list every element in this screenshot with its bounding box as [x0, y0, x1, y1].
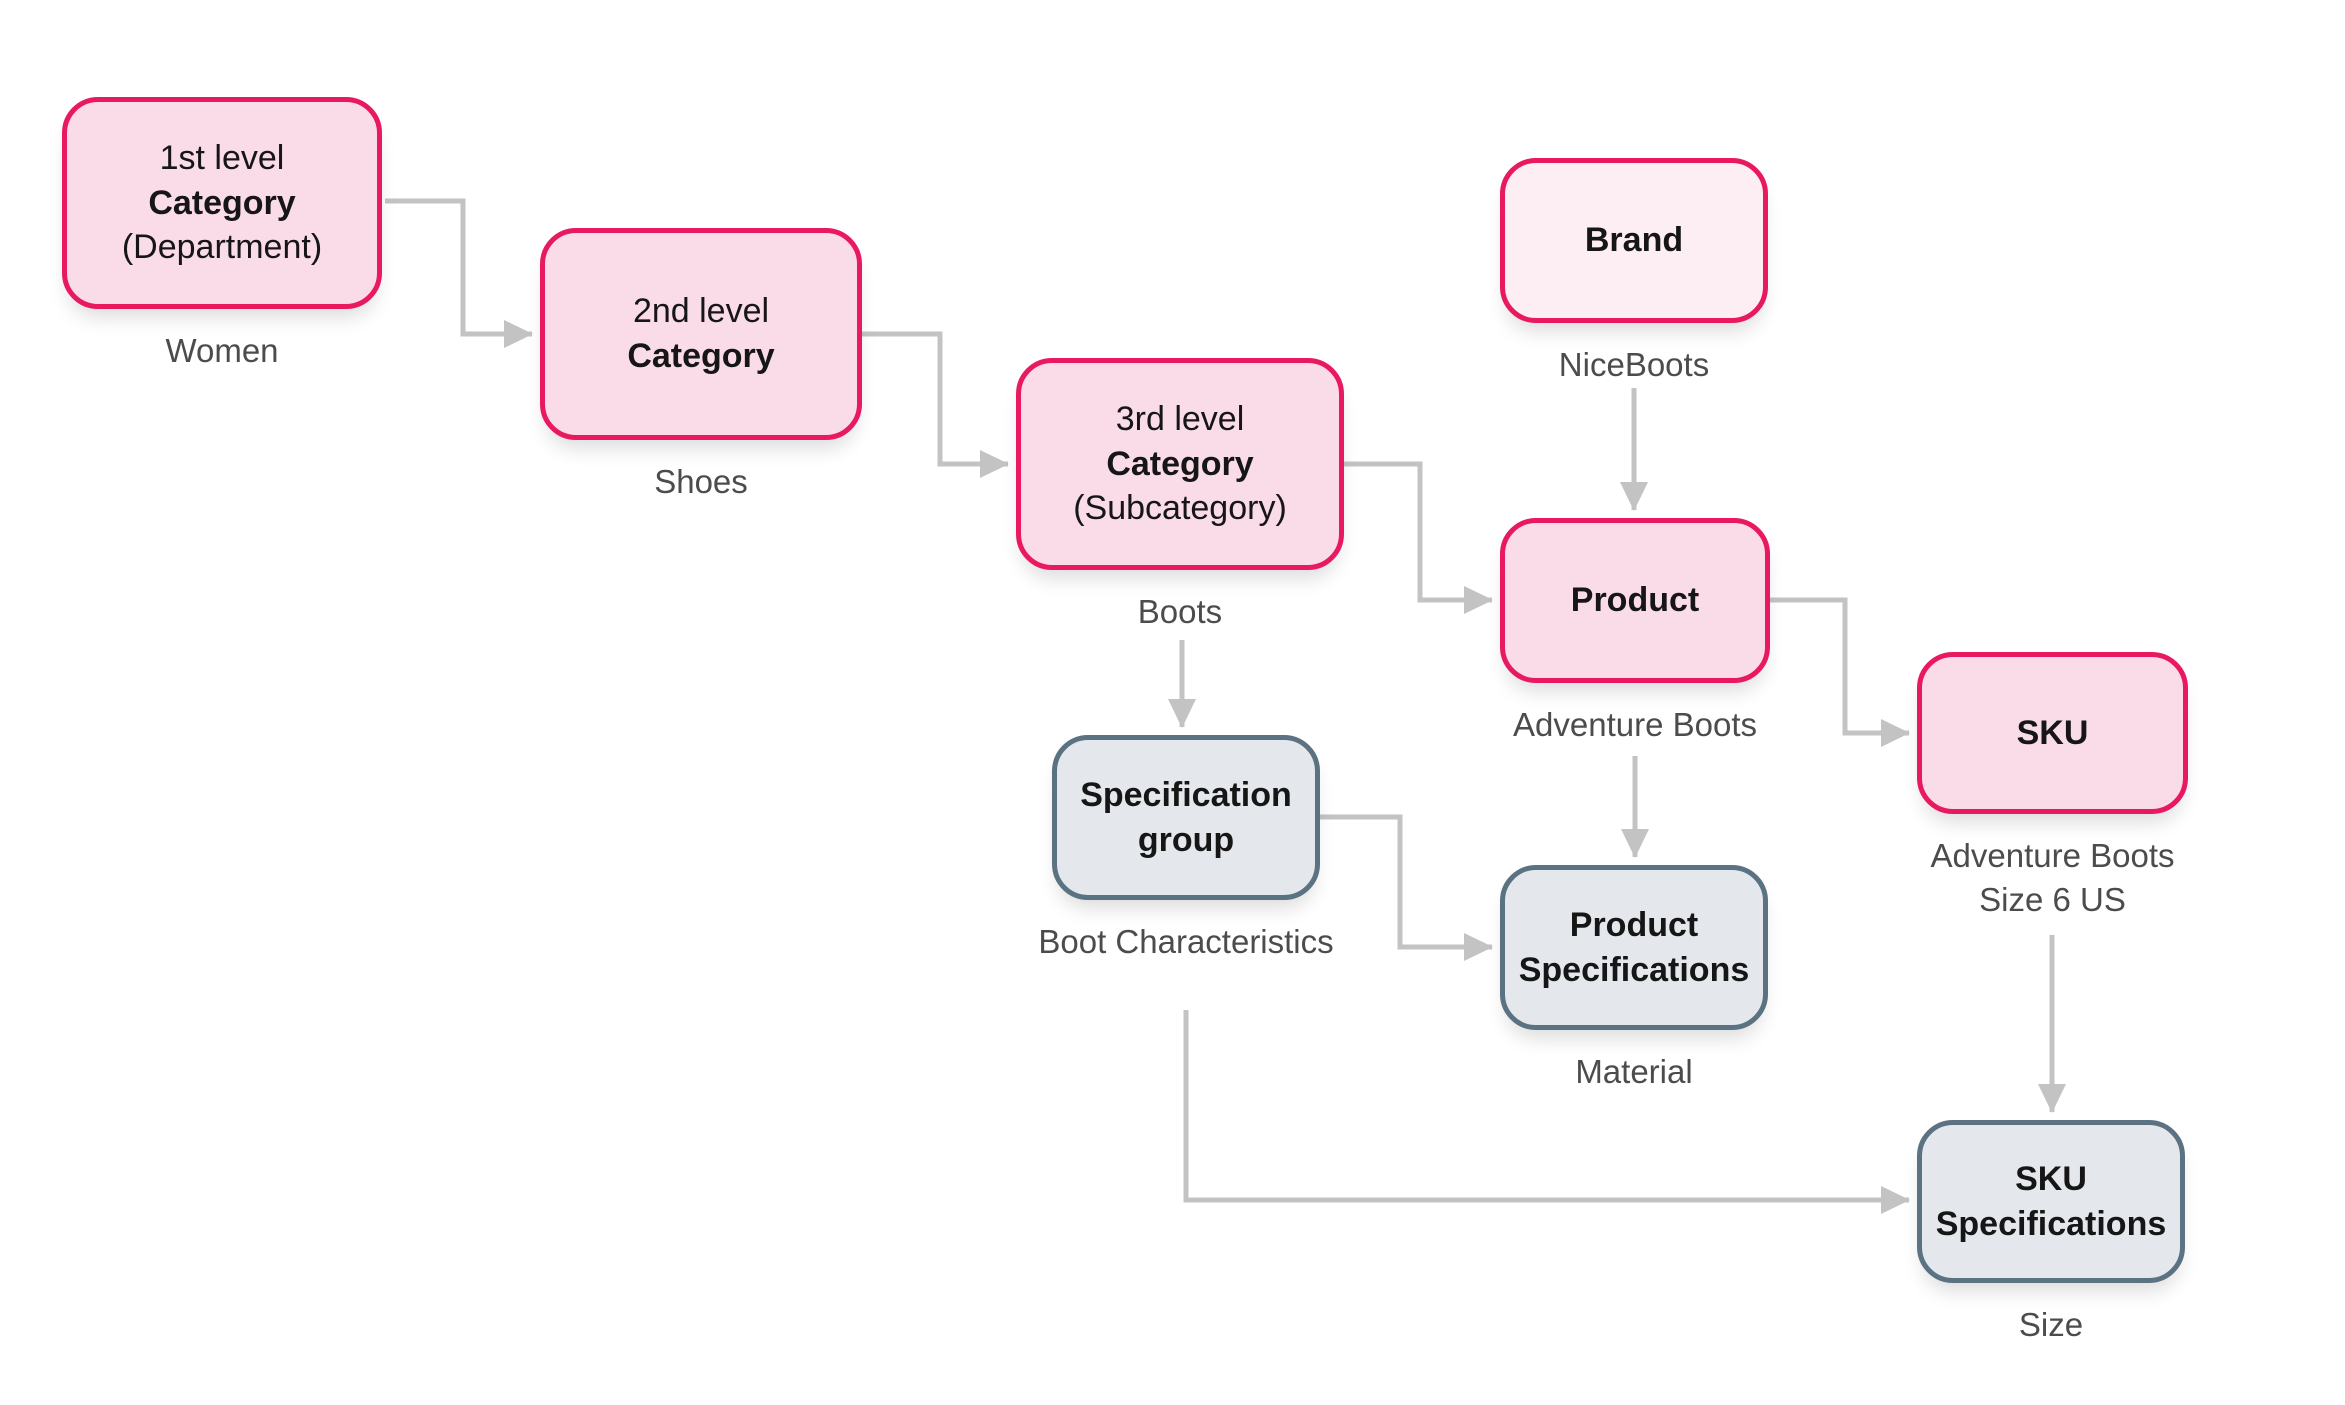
node-specification-group: Specification group Boot Characteristics [1038, 735, 1334, 964]
specification-group-example-label: Boot Characteristics [1038, 923, 1334, 960]
category-level-3-box: 3rd level Category (Subcategory) [1016, 358, 1344, 570]
node-category-level-3: 3rd level Category (Subcategory) Boots [1016, 358, 1344, 634]
product-example-label: Adventure Boots [1513, 706, 1757, 743]
node-brand: Brand NiceBoots [1500, 158, 1768, 387]
category-level-2-example-label: Shoes [654, 463, 748, 500]
specification-group-box: Specification group [1052, 735, 1320, 900]
node-product: Product Adventure Boots [1500, 518, 1770, 747]
category-level-3-example-label: Boots [1137, 593, 1223, 630]
category-level-1-line: Category [148, 183, 296, 222]
node-sku: SKU Adventure Boots Size 6 US [1917, 652, 2188, 922]
category-level-2-line: Category [627, 337, 775, 375]
sku-box: SKU [1917, 652, 2188, 814]
arrow-specification-group-to-product-specifications [1320, 814, 1493, 961]
arrow-category1-to-category2 [385, 198, 533, 348]
arrow-specification-group-to-sku-specifications [1183, 1010, 1910, 1214]
category-level-1-box: 1st level Category (Department) [62, 97, 382, 309]
brand-line: Brand [1584, 221, 1684, 260]
product-specifications-box: Product Specifications [1500, 865, 1768, 1030]
sku-specifications-example-label: Size [2018, 1306, 2084, 1343]
arrow-product-to-sku [1770, 597, 1910, 747]
category-level-3-line: 3rd level [1115, 399, 1245, 438]
sku-specifications-line: SKU Specifications [1935, 1159, 2167, 1243]
arrow-category3-to-product [1344, 461, 1493, 614]
category-level-2-box: 2nd level Category [540, 228, 862, 440]
sku-example-label: Adventure Boots Size 6 US [1930, 837, 2175, 918]
sku-specifications-box: SKU Specifications [1917, 1120, 2185, 1283]
product-line: Product [1570, 581, 1700, 620]
brand-example-label: NiceBoots [1558, 346, 1710, 383]
category-level-3-line: (Subcategory) [1073, 489, 1287, 528]
product-specifications-example-label: Material [1575, 1053, 1693, 1090]
node-sku-specifications: SKU Specifications Size [1917, 1120, 2185, 1347]
brand-box: Brand [1500, 158, 1768, 323]
category-level-2-line: 2nd level [632, 292, 770, 331]
arrow-category2-to-category3 [862, 331, 1009, 478]
node-category-level-1: 1st level Category (Department) Women [62, 97, 382, 373]
category-level-1-example-label: Women [165, 332, 279, 369]
category-level-3-line: Category [1106, 444, 1254, 483]
category-level-1-line: 1st level [159, 138, 285, 177]
category-level-1-line: (Department) [121, 228, 323, 267]
node-product-specifications: Product Specifications Material [1500, 865, 1768, 1094]
sku-line: SKU [2016, 713, 2089, 752]
specification-group-line: Specification group [1080, 775, 1302, 859]
node-category-level-2: 2nd level Category Shoes [540, 228, 862, 504]
product-specifications-line: Product Specifications [1518, 905, 1750, 989]
product-box: Product [1500, 518, 1770, 683]
